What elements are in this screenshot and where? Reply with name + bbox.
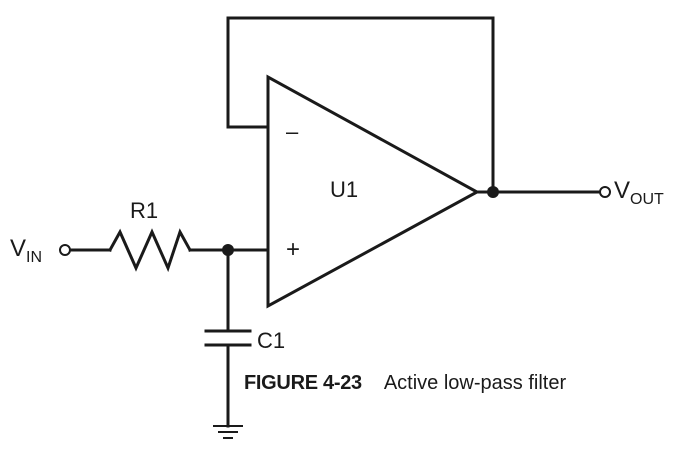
vout-label: VOUT [614, 177, 664, 208]
vin-label: VIN [10, 235, 42, 266]
ground-icon [213, 425, 243, 439]
output-junction-dot [487, 186, 499, 198]
input-junction-dot [222, 244, 234, 256]
figure-caption: FIGURE 4-23 Active low-pass filter [244, 372, 566, 395]
feedback-wire [226, 16, 495, 194]
capacitor-label: C1 [257, 328, 285, 353]
figure-number: FIGURE 4-23 [244, 372, 362, 394]
output-terminal [599, 186, 611, 198]
noninverting-input-sign: + [286, 236, 300, 263]
opamp-label: U1 [330, 177, 358, 202]
inverting-input-sign: – [286, 119, 299, 144]
resistor-label: R1 [130, 198, 158, 223]
figure-title: Active low-pass filter [383, 372, 567, 394]
input-terminal [59, 244, 71, 256]
opamp-triangle [266, 74, 481, 309]
resistor-r1 [107, 228, 193, 273]
